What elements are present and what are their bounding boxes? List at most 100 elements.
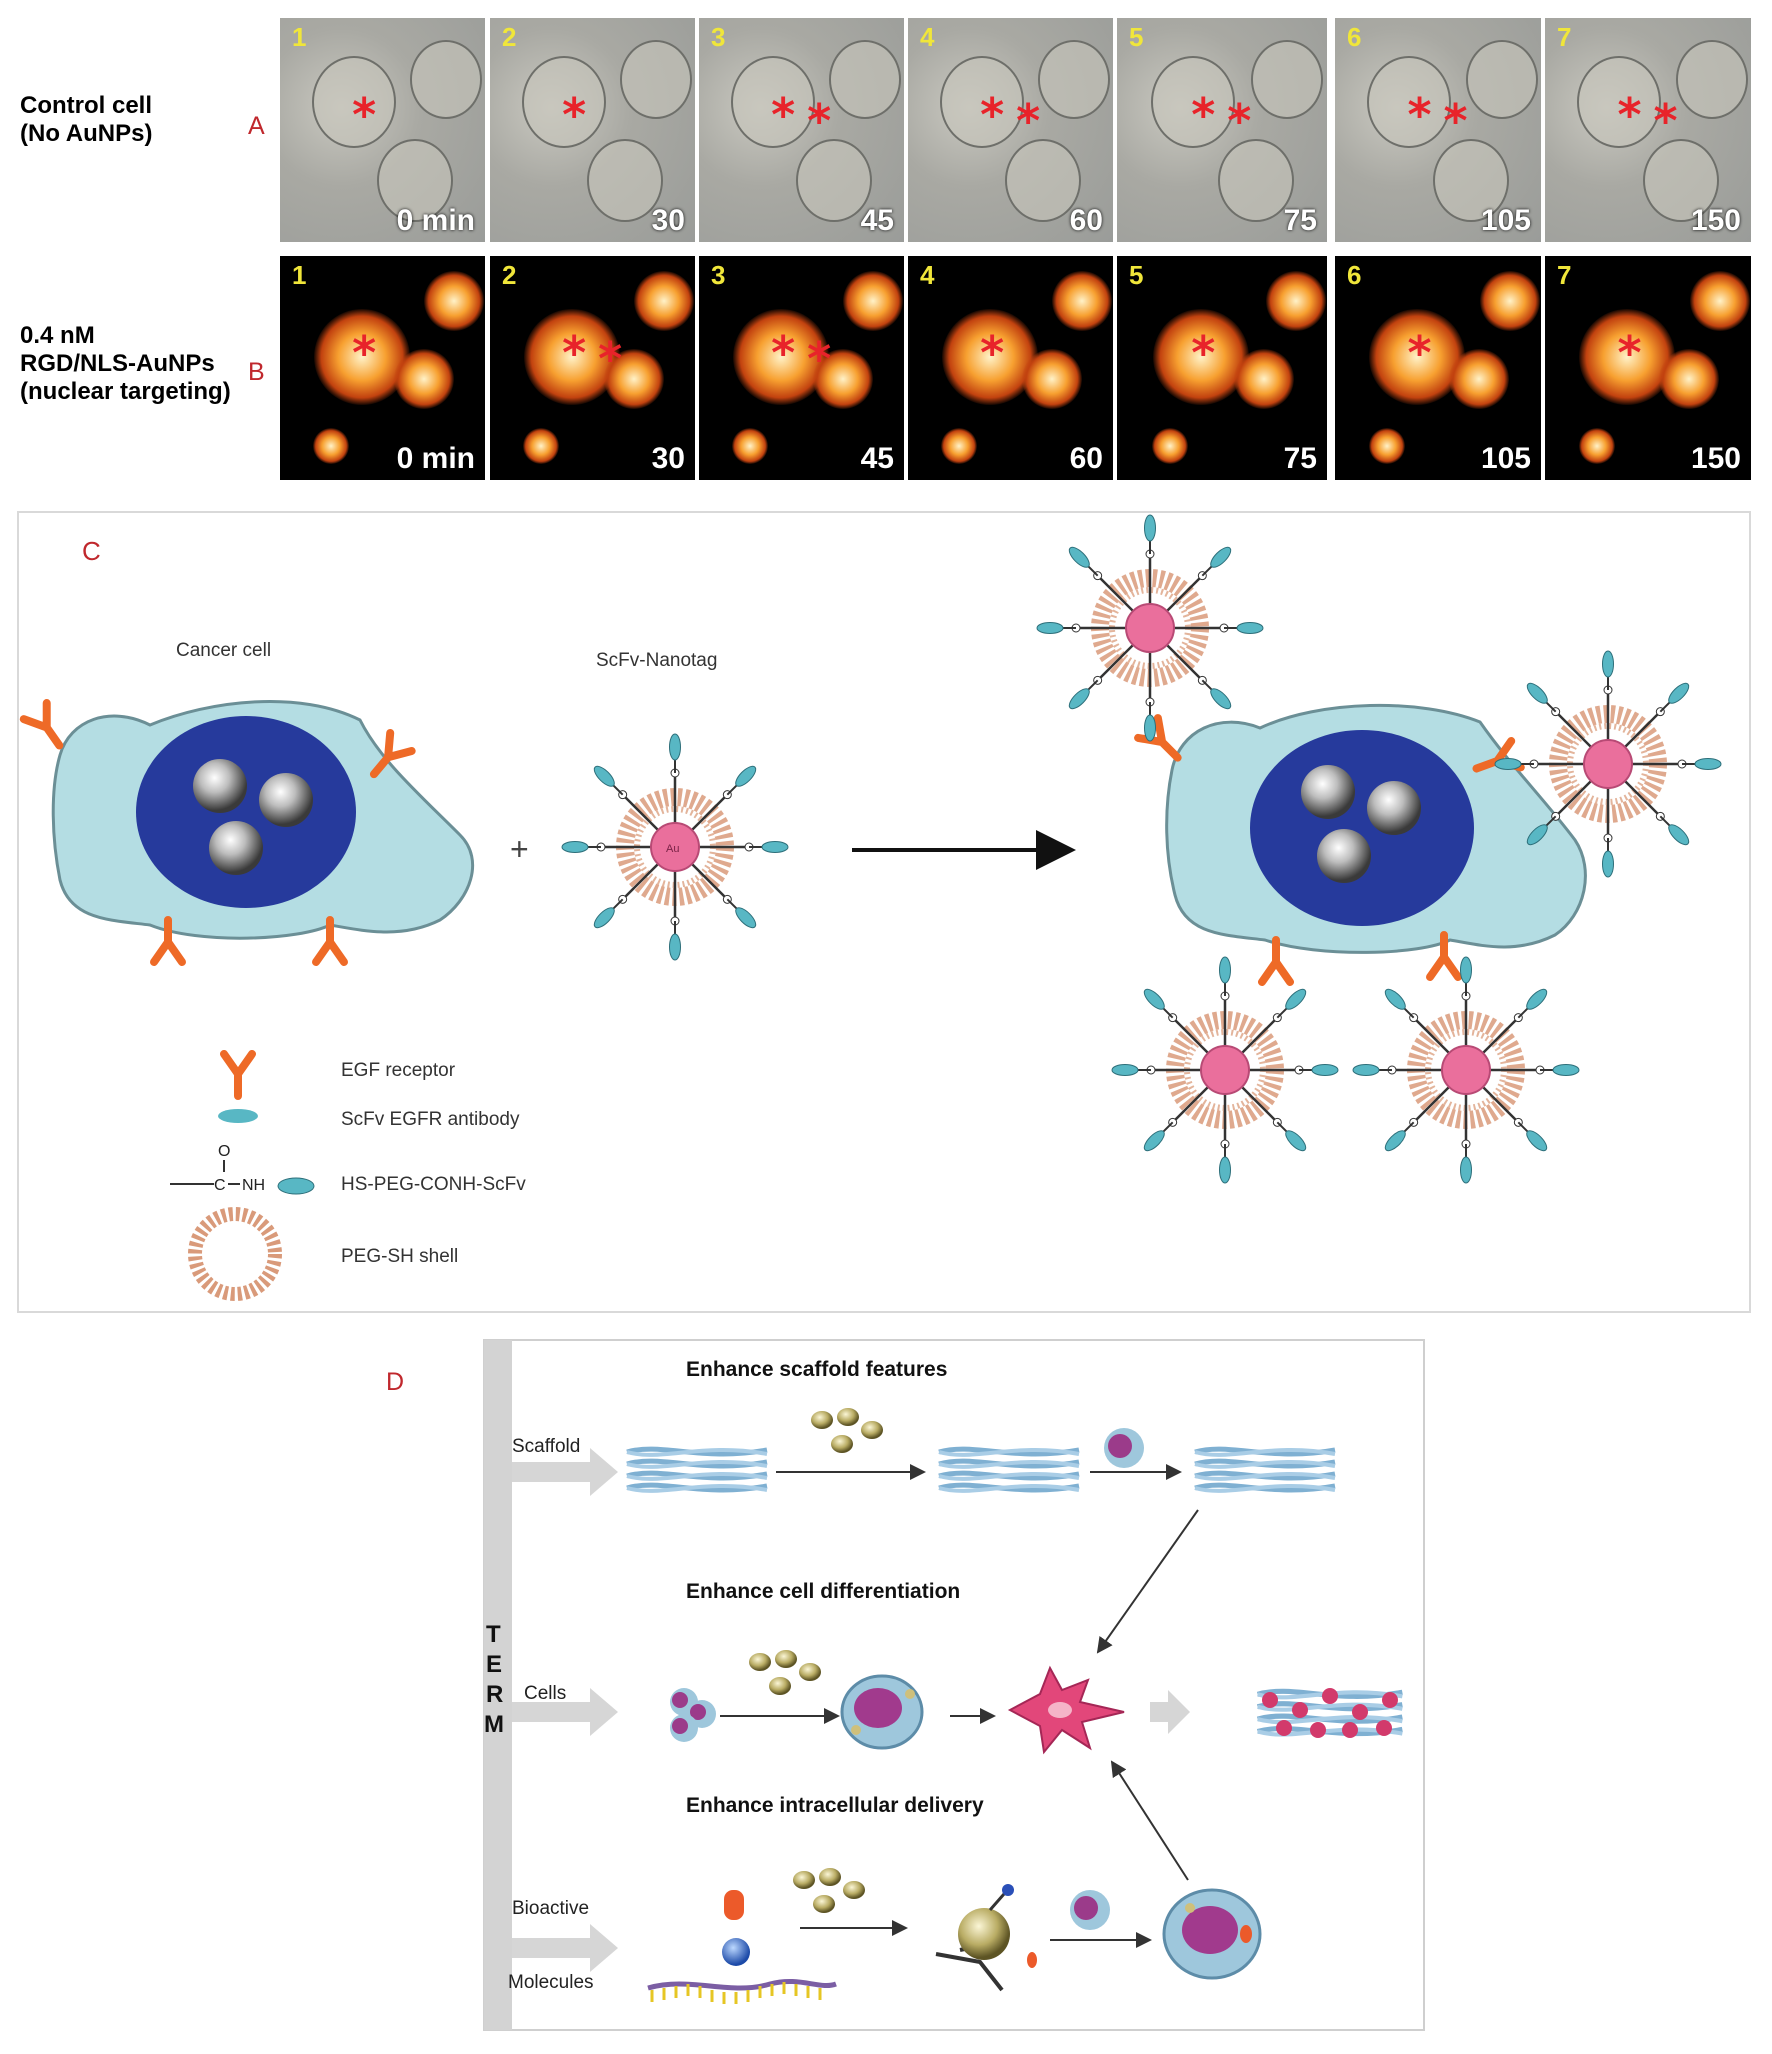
cell-outline [1465,40,1538,119]
legend-peg-shell: PEG-SH shell [341,1246,458,1267]
cell-outline [1577,56,1662,149]
fluorescent-nucleus [313,428,350,465]
cell-marker-asterisk: * [807,332,832,387]
seed-cell-icon [1104,1428,1144,1468]
plus-sign: + [510,831,529,867]
tissue-construct-icon [1258,1688,1403,1738]
cell-outline [620,40,692,119]
frame-time: 30 [651,442,685,475]
cell-outline [1217,138,1294,222]
cell-marker-asterisk: * [807,94,832,149]
cell-marker-asterisk: * [1016,94,1041,149]
frame-number: 7 [1557,22,1572,52]
scfv-nanotag-bound-top [1037,515,1263,741]
cell-outline [829,40,901,119]
cell-marker-asterisk: * [1617,326,1642,381]
fluorescent-nucleus [942,308,1038,405]
panel-a-row-label: Control cell (No AuNPs) [20,92,152,148]
cell-outline [1675,40,1748,119]
cell-marker-asterisk: * [1443,94,1468,149]
nanotag-label: ScFv-Nanotag [596,650,717,671]
frame-number: 7 [1557,260,1572,290]
frame-time: 45 [860,442,894,475]
fluorescent-nucleus [1021,349,1082,410]
frame-time: 0 min [396,204,475,237]
svg-text:C: C [214,1177,226,1194]
frame-number: 6 [1347,260,1362,290]
fluorescent-nucleus [1480,270,1541,331]
fluorescent-nucleus [1151,428,1188,465]
svg-text:M: M [484,1711,504,1738]
fluorescent-nucleus [843,270,904,331]
term-letters: T E R M [484,1621,504,1738]
cancer-cell-right [1138,703,1587,982]
scfv-antibody-icon [218,1109,258,1123]
fluorescent-nucleus [941,428,978,465]
cell-with-delivered-cargo [1162,1888,1262,1980]
cell-marker-asterisk: * [562,326,587,381]
fluorescent-nucleus [1234,349,1294,410]
panel-d-frame [483,1339,1425,2031]
cell-marker-asterisk: * [598,332,623,387]
cell-marker-asterisk: * [1617,88,1642,143]
term-bar [484,1340,512,2030]
frame-time: 75 [1283,204,1317,237]
fluorescent-nucleus [732,428,769,465]
fluorescent-nucleus [812,349,873,410]
cell-marker-asterisk: * [771,326,796,381]
cancer-cell-left [24,701,475,962]
fluorescent-nucleus [523,428,560,465]
fluorescent-nucleus [393,349,454,410]
cell-marker-asterisk: * [1191,326,1216,381]
legend-peg-linker: HS-PEG-CONH-ScFv [341,1174,526,1195]
frame-number: 2 [502,260,517,290]
cell-marker-asterisk: * [562,88,587,143]
panel-d-letter: D [386,1368,404,1396]
cell-outline [311,56,396,149]
cell-outline [730,56,815,149]
frame-number: 6 [1347,22,1362,52]
fluorescent-nucleus [424,270,485,331]
cell-outline [1150,56,1235,149]
fluorescent-nucleus [603,349,664,410]
input-label-bioactive: Bioactive [512,1898,589,1919]
aunp-conjugate-icon [935,1884,1037,1992]
nanoparticle-core-label: Au [666,843,679,855]
input-label-cells: Cells [524,1683,566,1704]
frame-time: 45 [860,204,894,237]
cell-marker-asterisk: * [352,88,377,143]
frame-time: 30 [651,204,685,237]
fluorescent-nucleus [1579,308,1676,405]
bioactive-molecules-icon [647,1890,837,2004]
panel-a-letter: A [248,112,265,140]
cell-marker-asterisk: * [1407,88,1432,143]
fluorescent-nucleus [634,270,695,331]
frame-number: 1 [292,260,307,290]
aunp-frame-2: ** 2 30 [490,256,695,480]
fluorescent-nucleus [1369,308,1466,405]
fluorescent-nucleus [1690,270,1751,331]
frame-time: 150 [1690,204,1741,237]
panel-b-row-label-line2: RGD/NLS-AuNPs [20,350,215,377]
cell-outline [1251,40,1323,119]
panel-c-letter: C [82,536,101,566]
input-label-molecules: Molecules [508,1972,594,1993]
row-title-differentiation: Enhance cell differentiation [686,1580,960,1603]
fluorescent-nucleus [1153,308,1249,405]
input-arrows [512,1448,1190,1972]
cell-marker-asterisk: * [1407,326,1432,381]
frame-number: 4 [920,260,935,290]
cell-outline [1038,40,1110,119]
frame-time: 75 [1283,442,1317,475]
svg-text:NH: NH [242,1177,265,1194]
frame-time: 105 [1480,442,1531,475]
panel-a-row-label-line2: (No AuNPs) [20,120,153,147]
cell-outline [939,56,1024,149]
